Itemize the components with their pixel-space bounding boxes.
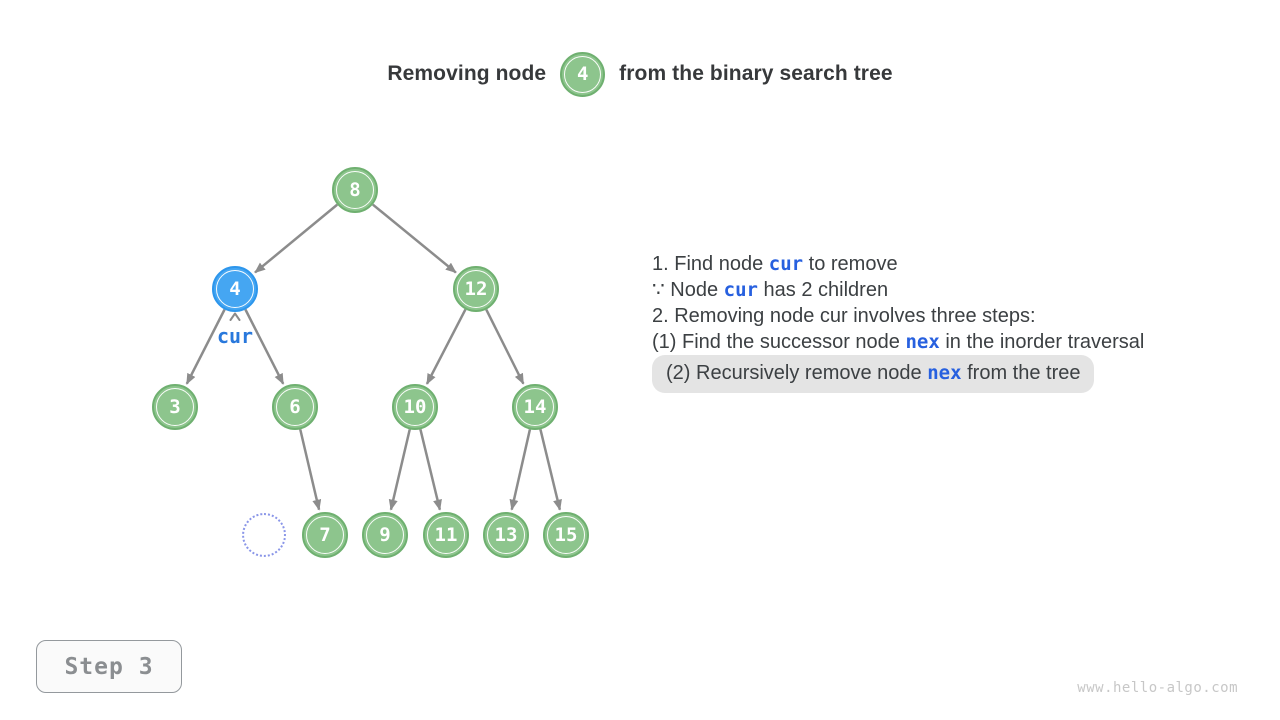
tree-edge-14-13: [509, 429, 532, 511]
note-text: has 2 children: [757, 279, 889, 301]
tree-node-label: 13: [494, 524, 518, 546]
tree-node-label: 9: [379, 524, 391, 546]
code-cur: cur: [723, 279, 758, 301]
code-nex: nex: [905, 331, 940, 353]
note-text: 1. Find node: [652, 253, 769, 275]
tree-node-15: 15: [543, 512, 589, 558]
tree-node-label: 12: [464, 278, 488, 300]
note-find-cur: 1. Find node cur to remove: [652, 251, 1212, 277]
tree-node-label: 4: [229, 278, 241, 300]
code-nex: nex: [927, 362, 962, 384]
title-suffix: from the binary search tree: [619, 62, 893, 85]
note-three-steps: 2. Removing node cur involves three step…: [652, 305, 1036, 327]
tree-node-label: 15: [554, 524, 578, 546]
notes-panel: 1. Find node cur to remove ∵ Node cur ha…: [652, 251, 1212, 393]
tree-edge-8-4: [254, 203, 339, 274]
tree-node-label: 7: [319, 524, 331, 546]
tree-edge-8-12: [372, 203, 457, 274]
tree-node-11: 11: [423, 512, 469, 558]
tree-node-10: 10: [392, 384, 438, 430]
tree-node-9: 9: [362, 512, 408, 558]
note-text: from the tree: [961, 362, 1081, 384]
title-node-circle: 4: [560, 51, 606, 97]
tree-edge-6-7: [299, 429, 322, 511]
tree-edge-10-9: [388, 429, 411, 511]
note-text: (2) Recursively remove node: [666, 362, 928, 384]
watermark: www.hello-algo.com: [1077, 680, 1238, 696]
tree-node-14: 14: [512, 384, 558, 430]
note-step-1: (1) Find the successor node nex in the i…: [652, 329, 1212, 355]
tree-node-13: 13: [483, 512, 529, 558]
title: Removing node 4 from the binary search t…: [0, 50, 1280, 98]
tree-node-4: 4: [212, 266, 258, 312]
tree-node-label: 3: [169, 396, 181, 418]
step-badge: Step 3: [36, 640, 182, 693]
tree-edge-12-14: [485, 309, 525, 385]
note-text: (1) Find the successor node: [652, 331, 906, 353]
note-text: ∵ Node: [652, 279, 724, 301]
tree-node-label: 6: [289, 396, 301, 418]
code-cur: cur: [768, 253, 804, 275]
tree-edge-10-11: [419, 429, 442, 511]
note-text: to remove: [803, 253, 898, 275]
tree-node-8: 8: [332, 167, 378, 213]
tree-node-6: 6: [272, 384, 318, 430]
title-node-label: 4: [576, 63, 589, 85]
tree-node-7: 7: [302, 512, 348, 558]
tree-node-12: 12: [453, 266, 499, 312]
tree-node-label: 11: [434, 524, 458, 546]
tree-node-3: 3: [152, 384, 198, 430]
tree-node-label: 14: [523, 396, 547, 418]
tree-edge-12-10: [425, 308, 467, 385]
note-step-2-highlighted: (2) Recursively remove node nex from the…: [652, 355, 1095, 393]
cur-pointer: cur: [209, 312, 261, 348]
tree-node-label: 8: [349, 179, 361, 201]
tree-edge-group: [185, 203, 562, 511]
note-text: in the inorder traversal: [939, 331, 1145, 353]
cur-pointer-label: cur: [216, 324, 254, 348]
title-prefix: Removing node: [387, 62, 547, 85]
caret-up-icon: [229, 312, 241, 321]
tree-node-label: 10: [403, 396, 427, 418]
tree-edge-14-15: [539, 429, 562, 511]
ghost-node-circle: [242, 513, 286, 557]
note-two-children: ∵ Node cur has 2 children: [652, 277, 1212, 303]
